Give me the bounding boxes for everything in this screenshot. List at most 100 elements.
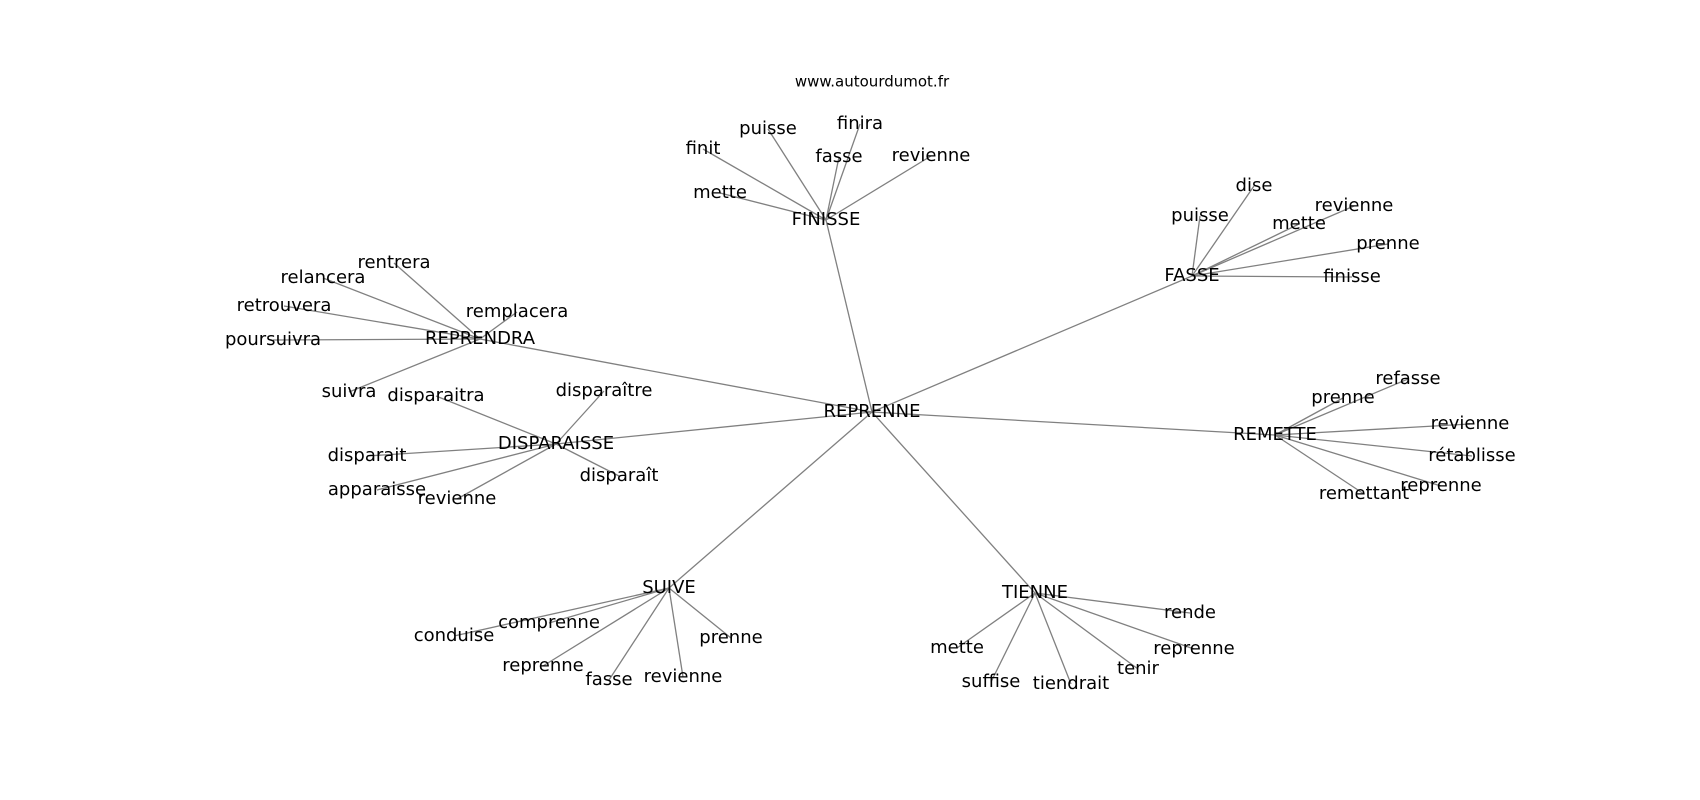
edge-disparaisse-disparaitre (555, 390, 605, 445)
leaf-node-disparaisse-apparaisse[interactable]: apparaisse (328, 479, 426, 500)
edge-suive-prenne (668, 587, 732, 639)
nodes: REPRENNE FINISSE finit puisse finira fasse rev… (225, 113, 1516, 694)
leaf-node-disparaisse-disparait[interactable]: disparaît (580, 465, 659, 486)
hub-node-disparaisse[interactable]: DISPARAISSE (498, 433, 614, 454)
leaf-node-remette-revienne[interactable]: revienne (1431, 413, 1510, 434)
leaf-node-remette-reprenne[interactable]: reprenne (1400, 475, 1481, 496)
source-label[interactable]: www.autourdumot.fr (795, 73, 950, 91)
edge-reprendra-suivra (348, 338, 481, 393)
leaf-node-remette-refasse[interactable]: refasse (1375, 368, 1440, 389)
leaf-node-suive-reprenne[interactable]: reprenne (502, 655, 583, 676)
edge-disparaisse-revienne (456, 443, 557, 500)
leaf-node-disparaisse-revienne[interactable]: revienne (418, 488, 497, 509)
leaf-node-remette-retablisse[interactable]: rétablisse (1428, 445, 1515, 466)
leaf-node-finisse-finira[interactable]: finira (837, 113, 883, 134)
edge-remette-reprenne (1274, 434, 1442, 487)
leaf-node-suive-fasse[interactable]: fasse (585, 669, 632, 690)
edge-finisse-finira (825, 123, 861, 221)
edge-tienne-rende (1034, 592, 1191, 614)
leaf-node-suive-comprenne[interactable]: comprenne (498, 612, 600, 633)
leaf-node-tienne-tenir[interactable]: tenir (1117, 658, 1160, 679)
edge-tienne-tiendrait (1034, 592, 1072, 685)
leaf-node-fasse-puisse[interactable]: puisse (1171, 205, 1229, 226)
edge-fasse-dise (1191, 185, 1255, 277)
edge-reprendra-retrouvera (283, 305, 481, 340)
edge-remette-prenne (1274, 397, 1344, 436)
edge-disparaisse-apparaisse (376, 443, 557, 491)
edge-finisse-fasse (825, 156, 840, 221)
edge-remette-remettant (1274, 434, 1365, 495)
edge-remette-retablisse (1274, 434, 1473, 457)
edge-reprendra-poursuivra (272, 338, 481, 341)
hub-node-remette[interactable]: REMETTE (1233, 424, 1317, 445)
edge-finisse-puisse (767, 128, 827, 221)
hub-node-reprendra[interactable]: REPRENDRA (425, 328, 536, 349)
leaf-node-finisse-mette[interactable]: mette (693, 182, 747, 203)
leaf-node-fasse-dise[interactable]: dise (1236, 175, 1273, 196)
leaf-node-tienne-reprenne[interactable]: reprenne (1153, 638, 1234, 659)
edge-disparaisse-disparaitra (435, 395, 557, 445)
edge-fasse-mette (1191, 223, 1300, 277)
edge-fasse-revienne (1191, 205, 1355, 277)
edges (272, 123, 1473, 685)
edge-fasse-puisse (1191, 215, 1201, 277)
edge-suive-revienne (668, 587, 684, 678)
leaf-node-disparaisse-disparaitra[interactable]: disparaitra (387, 385, 484, 406)
center-node-label[interactable]: REPRENNE (824, 401, 921, 422)
leaf-node-tienne-mette[interactable]: mette (930, 637, 984, 658)
leaf-node-reprendra-retrouvera[interactable]: retrouvera (237, 295, 332, 316)
edge-center-suive (668, 411, 873, 589)
edge-tienne-suffise (990, 592, 1036, 683)
edge-remette-revienne (1274, 423, 1471, 436)
leaf-node-fasse-revienne[interactable]: revienne (1315, 195, 1394, 216)
leaf-node-disparaisse-disparait[interactable]: disparait (328, 445, 407, 466)
edge-center-tienne (871, 411, 1036, 594)
hub-node-finisse[interactable]: FINISSE (792, 209, 861, 230)
edge-disparaisse-disparait (366, 443, 557, 457)
leaf-node-reprendra-rentrera[interactable]: rentrera (357, 252, 430, 273)
edge-center-disparaisse (555, 411, 873, 445)
edge-suive-fasse (608, 587, 670, 681)
hub-node-fasse[interactable]: FASSE (1164, 265, 1219, 286)
leaf-node-suive-conduise[interactable]: conduise (414, 625, 495, 646)
edge-reprendra-rentrera (393, 262, 481, 340)
leaf-node-reprendra-poursuivra[interactable]: poursuivra (225, 329, 321, 350)
edge-finisse-revienne (825, 155, 932, 221)
edge-suive-conduise (453, 587, 670, 637)
edge-center-remette (871, 411, 1276, 436)
edge-tienne-tenir (1034, 592, 1139, 670)
leaf-node-reprendra-relancera[interactable]: relancera (281, 267, 366, 288)
edge-center-fasse (871, 275, 1193, 413)
hub-node-suive[interactable]: SUIVE (642, 577, 696, 598)
edge-finisse-finit (702, 148, 827, 221)
leaf-node-suive-revienne[interactable]: revienne (644, 666, 723, 687)
leaf-node-tienne-tiendrait[interactable]: tiendrait (1033, 673, 1109, 694)
leaf-node-suive-prenne[interactable]: prenne (699, 627, 762, 648)
edge-fasse-finisse (1191, 275, 1353, 278)
leaf-node-remette-prenne[interactable]: prenne (1311, 387, 1374, 408)
hub-node-tienne[interactable]: TIENNE (1001, 582, 1068, 603)
leaf-node-reprendra-suivra[interactable]: suivra (322, 381, 377, 402)
leaf-node-fasse-mette[interactable]: mette (1272, 213, 1326, 234)
edge-tienne-mette (956, 592, 1036, 649)
leaf-node-fasse-finisse[interactable]: finisse (1323, 266, 1381, 287)
leaf-node-fasse-prenne[interactable]: prenne (1356, 233, 1419, 254)
edge-center-reprendra (479, 338, 873, 413)
leaf-node-finisse-fasse[interactable]: fasse (815, 146, 862, 167)
leaf-node-finisse-finit[interactable]: finit (686, 138, 721, 159)
edge-remette-refasse (1274, 378, 1409, 436)
leaf-node-tienne-rende[interactable]: rende (1164, 602, 1216, 623)
edge-disparaisse-disparait (555, 443, 620, 477)
edge-suive-reprenne (542, 587, 670, 667)
edge-suive-comprenne (548, 587, 670, 624)
leaf-node-reprendra-remplacera[interactable]: remplacera (466, 301, 568, 322)
leaf-node-disparaisse-disparaitre[interactable]: disparaître (556, 380, 653, 401)
leaf-node-finisse-puisse[interactable]: puisse (739, 118, 797, 139)
leaf-node-tienne-suffise[interactable]: suffise (962, 671, 1021, 692)
leaf-node-remette-remettant[interactable]: remettant (1319, 483, 1409, 504)
leaf-node-finisse-revienne[interactable]: revienne (892, 145, 971, 166)
edge-tienne-reprenne (1034, 592, 1195, 650)
edge-finisse-mette (719, 192, 827, 221)
edge-reprendra-relancera (322, 277, 481, 340)
